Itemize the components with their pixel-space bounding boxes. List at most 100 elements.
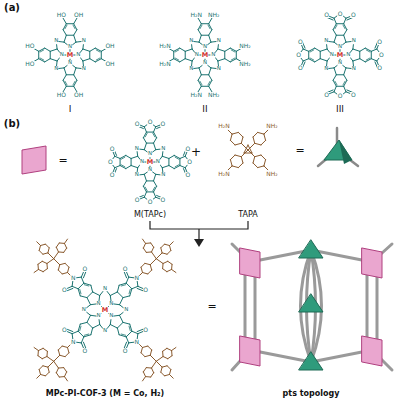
atom-label: N xyxy=(81,66,86,72)
bond xyxy=(39,369,40,374)
compound-number: II xyxy=(202,105,208,114)
bond xyxy=(145,263,150,264)
bond xyxy=(37,375,41,379)
bond xyxy=(198,86,201,92)
bond xyxy=(66,74,73,75)
bond xyxy=(150,355,156,361)
bond xyxy=(225,48,231,51)
bond xyxy=(87,315,91,322)
atom-label: O xyxy=(350,12,356,18)
bond xyxy=(80,326,81,330)
bond xyxy=(56,368,58,373)
atom-label: O xyxy=(377,65,383,71)
bond xyxy=(87,298,91,305)
bond xyxy=(209,30,212,36)
bond xyxy=(64,372,66,377)
atom-label: O xyxy=(143,287,149,293)
bond xyxy=(199,68,201,75)
bond xyxy=(169,155,174,158)
bond xyxy=(153,133,155,137)
bond xyxy=(163,348,167,351)
bond xyxy=(253,157,255,163)
bond xyxy=(174,48,180,51)
bond xyxy=(371,51,372,58)
bond xyxy=(59,376,64,377)
bond xyxy=(37,351,38,356)
bond xyxy=(47,259,54,264)
bond xyxy=(253,132,258,137)
bond xyxy=(60,263,65,264)
bond xyxy=(175,58,179,60)
bond xyxy=(143,186,146,192)
bond xyxy=(47,357,54,362)
bond xyxy=(264,134,266,140)
bond xyxy=(333,75,336,81)
bond xyxy=(334,18,336,24)
bond xyxy=(365,48,371,51)
atom-label: NH₂ xyxy=(208,12,220,18)
bond-lines xyxy=(33,14,381,381)
bond xyxy=(89,51,90,58)
bond xyxy=(117,285,119,292)
bond xyxy=(200,81,202,85)
atom-label: N xyxy=(70,339,76,345)
atom-label: O xyxy=(324,12,330,18)
atom-label: H₂N xyxy=(190,12,202,18)
bond xyxy=(78,283,84,289)
bond xyxy=(48,367,49,372)
bond xyxy=(167,251,171,255)
atom-label: O xyxy=(122,266,128,272)
atom-label: N xyxy=(189,38,194,44)
bond xyxy=(180,48,186,51)
bond xyxy=(152,247,154,252)
atom-label: N xyxy=(351,66,356,72)
atom-label: OH xyxy=(105,61,115,67)
atom-label: N xyxy=(81,307,86,313)
bond xyxy=(156,259,163,264)
bond xyxy=(146,143,153,144)
bond xyxy=(84,334,88,335)
bond xyxy=(154,143,156,150)
bond xyxy=(146,242,151,243)
atom-label: N xyxy=(324,38,329,44)
bond xyxy=(131,158,132,165)
bond xyxy=(253,163,258,168)
bond xyxy=(78,289,80,296)
bond xyxy=(343,25,345,29)
bond xyxy=(336,35,343,36)
atom-label: OH xyxy=(74,12,84,18)
bond xyxy=(121,157,125,159)
bond xyxy=(146,367,151,368)
bond xyxy=(344,75,347,81)
atom-label: N xyxy=(102,286,107,292)
bond xyxy=(64,35,66,42)
bond xyxy=(34,347,38,350)
bond xyxy=(50,59,57,61)
atom-label: H₂N xyxy=(159,43,171,49)
bond xyxy=(65,239,68,243)
bond xyxy=(162,351,163,356)
atom-label: O xyxy=(298,65,304,71)
bond xyxy=(143,243,145,248)
bond xyxy=(117,292,123,298)
bond xyxy=(46,263,47,268)
tetrahedron-icon xyxy=(318,128,358,166)
bond xyxy=(66,23,73,24)
bond xyxy=(344,24,347,30)
atom-label: N xyxy=(54,66,59,72)
bond xyxy=(209,18,212,24)
atom-label: N xyxy=(189,66,194,72)
bond xyxy=(115,156,120,158)
bond xyxy=(123,322,130,324)
bond xyxy=(162,156,169,158)
bond xyxy=(151,243,154,247)
equals-sign: = xyxy=(207,301,217,312)
bond xyxy=(156,361,162,367)
bond xyxy=(143,132,146,138)
bond xyxy=(74,68,76,75)
bond xyxy=(64,243,66,248)
bond xyxy=(54,355,60,361)
bond xyxy=(335,81,337,85)
bond xyxy=(146,191,153,192)
